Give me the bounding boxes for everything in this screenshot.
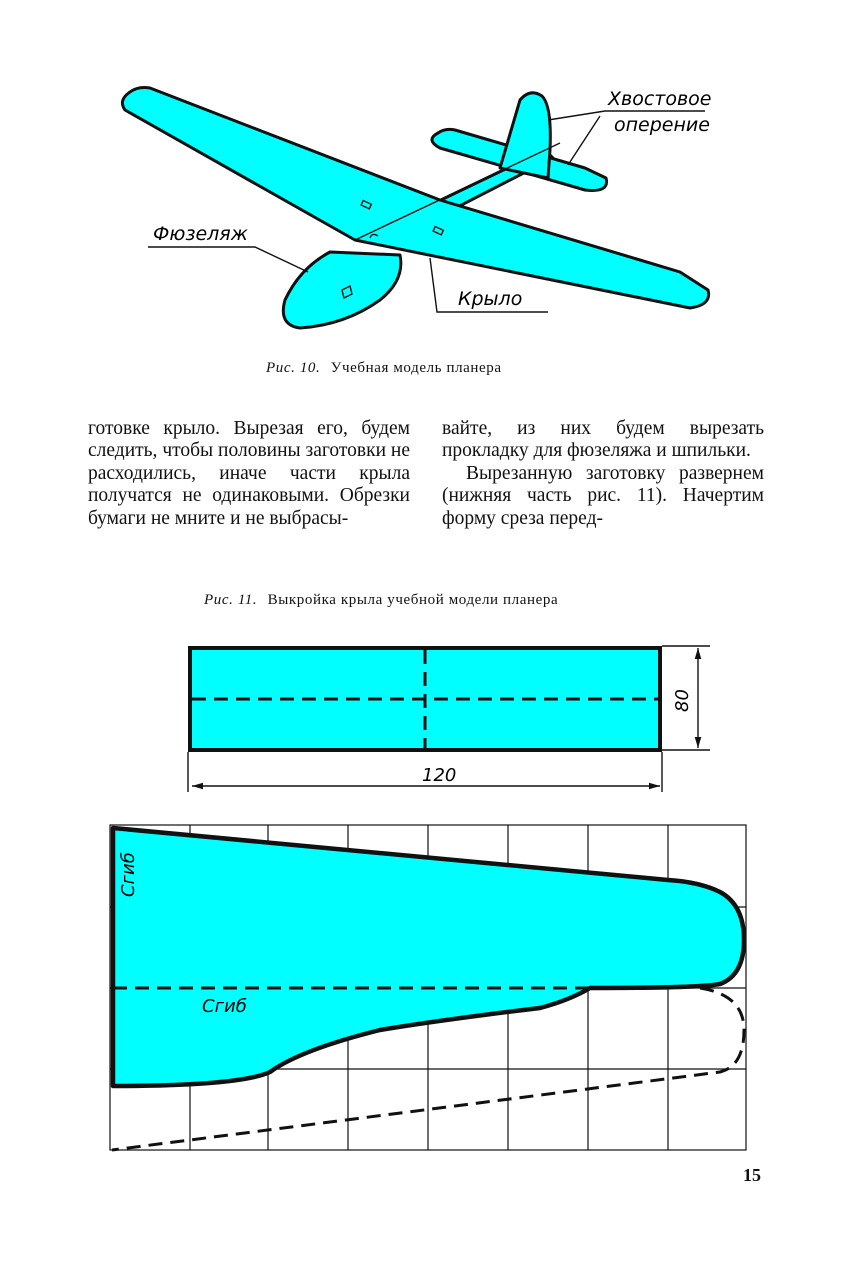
- figure-10-caption-text: Учебная модель планера: [330, 360, 502, 376]
- paper-blank: [188, 646, 662, 752]
- figure-10-caption: Рис. 10. Учебная модель планера: [266, 360, 502, 377]
- label-tail-line1: Хвостовое: [607, 88, 712, 110]
- left-column-paragraph: готовке крыло. Вырезая его, будем следит…: [88, 418, 410, 529]
- dimension-height: 80: [672, 689, 693, 712]
- dimension-width: 120: [422, 765, 456, 786]
- right-column-paragraph-2: Вырезанную заготовку развернем (нижняя ч…: [442, 462, 764, 529]
- label-wing: Крыло: [458, 288, 522, 310]
- page-number: 15: [743, 1165, 761, 1185]
- wing: [120, 86, 711, 310]
- text-left-column: готовке крыло. Вырезая его, будем следит…: [88, 418, 410, 530]
- label-tail-line2: оперение: [614, 114, 710, 136]
- vertical-fin: [498, 91, 552, 180]
- label-fuselage: Фюзеляж: [153, 223, 248, 245]
- text-right-column: вайте, из них будем вырезать прокладку д…: [442, 418, 764, 530]
- figure-11-caption: Рис. 11. Выкройка крыла учебной модели п…: [204, 592, 558, 609]
- fold-label-horizontal: Сгиб: [202, 996, 247, 1017]
- fold-label-vertical: Сгиб: [118, 852, 139, 897]
- figure-11-caption-number: Рис. 11.: [204, 592, 258, 608]
- figure-10-glider: Хвостовое оперение Фюзеляж Крыло: [120, 86, 712, 330]
- wing-half-shape: [110, 825, 747, 1089]
- pattern-grid: [109, 824, 747, 1151]
- right-column-paragraph-1: вайте, из них будем вырезать прокладку д…: [442, 418, 764, 462]
- figure-10-caption-number: Рис. 10.: [266, 360, 321, 376]
- mirrored-outline: [111, 986, 746, 1152]
- figure-11-caption-text: Выкройка крыла учебной модели планера: [267, 592, 559, 608]
